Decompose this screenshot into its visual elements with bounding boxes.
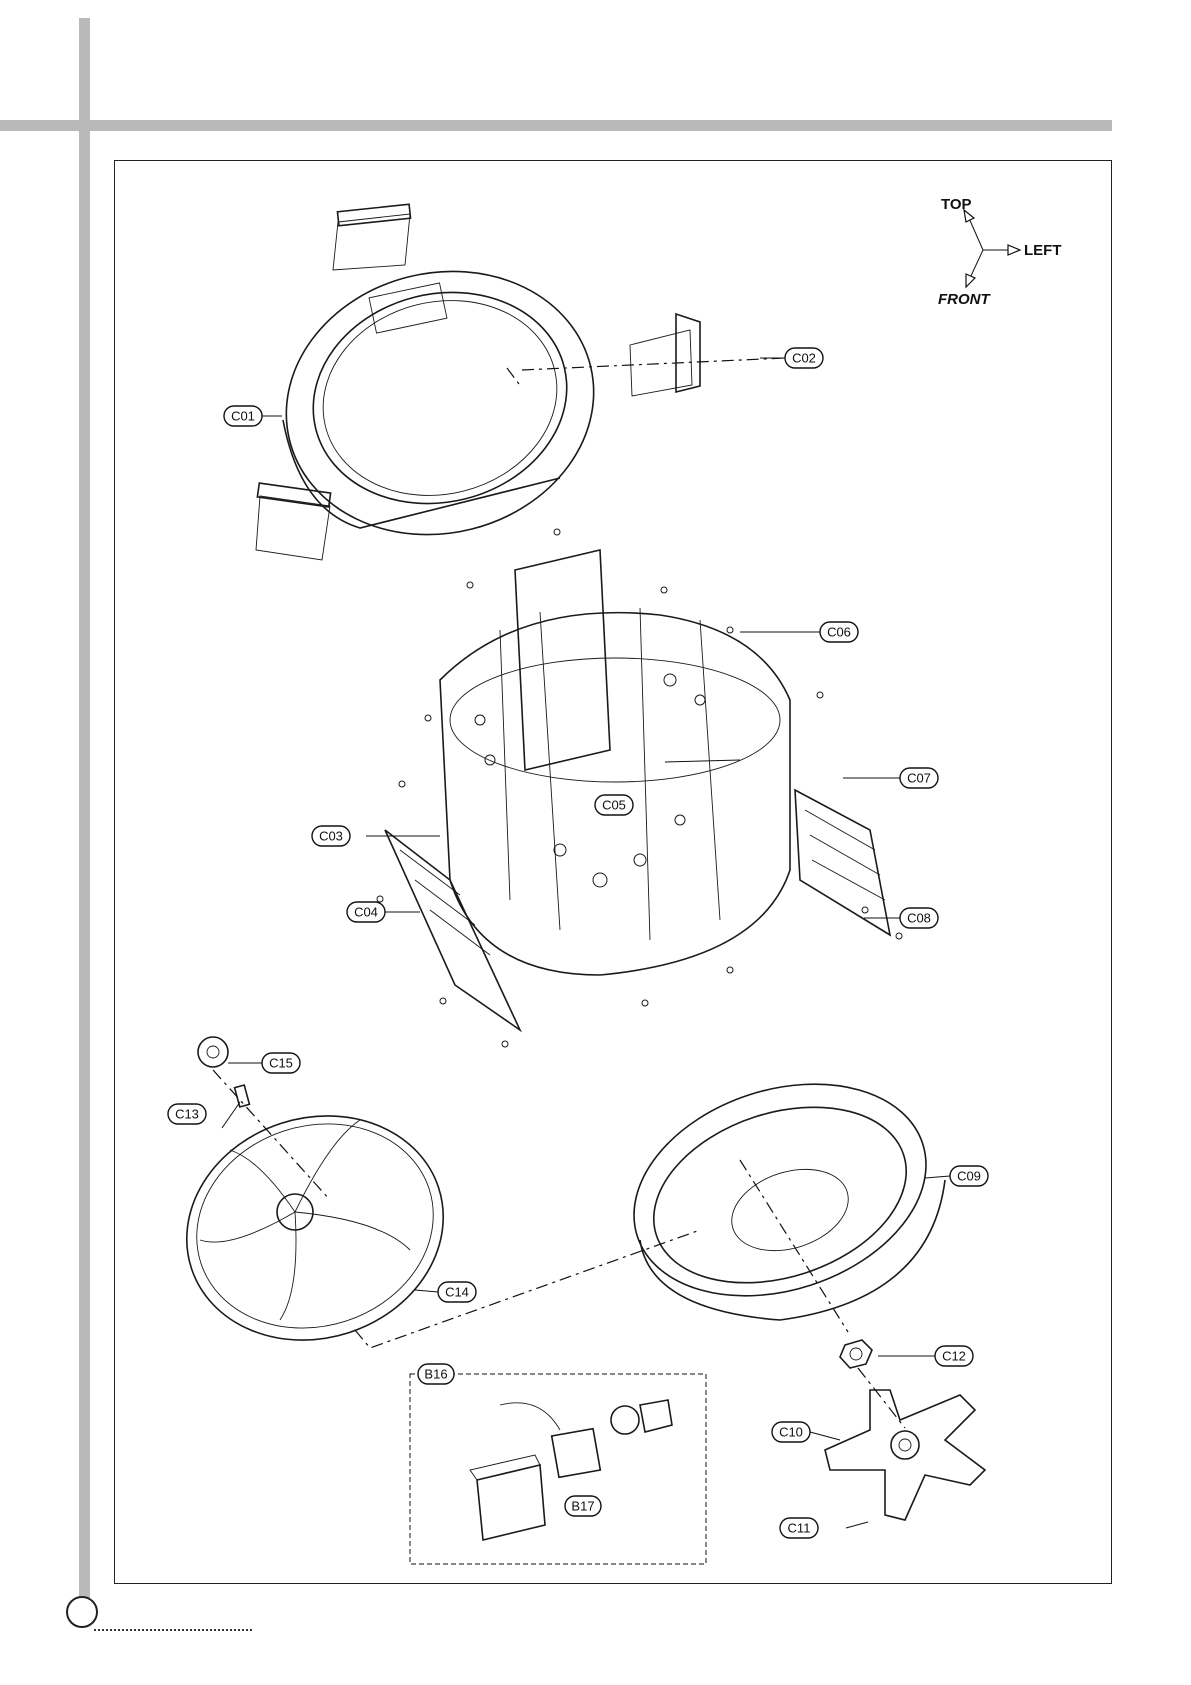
- callout-c15: C15: [262, 1053, 300, 1073]
- callout-c14: C14: [438, 1282, 476, 1302]
- svg-text:C05: C05: [602, 798, 626, 813]
- label-front: FRONT: [938, 291, 991, 308]
- assembly-line-pulsator-tub: [355, 1230, 700, 1348]
- svg-text:C07: C07: [907, 771, 931, 786]
- svg-text:C01: C01: [231, 409, 255, 424]
- svg-text:C06: C06: [827, 625, 851, 640]
- orientation-indicator: TOP LEFT FRONT: [938, 196, 1062, 308]
- part-inner-tub: [440, 550, 790, 975]
- part-pulsator: [157, 1083, 472, 1373]
- svg-text:B16: B16: [424, 1367, 447, 1382]
- part-tub-base: [606, 1049, 953, 1332]
- part-drain-motor-assembly-box: [410, 1374, 706, 1564]
- part-pulsator-cap: [198, 1037, 228, 1067]
- callout-b16: B16: [418, 1364, 454, 1384]
- callout-c09: C09: [950, 1166, 988, 1186]
- svg-text:C13: C13: [175, 1107, 199, 1122]
- assembly-line-cap: [213, 1070, 330, 1200]
- leader-lines: [222, 358, 950, 1528]
- assembly-line-nut-flange: [858, 1368, 905, 1428]
- part-lint-filter-left: [256, 483, 331, 560]
- svg-text:C02: C02: [792, 351, 816, 366]
- part-balance-ring: [258, 239, 622, 566]
- part-nut: [840, 1340, 872, 1368]
- assembly-line-tub-nut: [740, 1160, 848, 1332]
- callout-c13: C13: [168, 1104, 206, 1124]
- callout-c03: C03: [312, 826, 350, 846]
- label-top: TOP: [941, 196, 972, 213]
- svg-text:C04: C04: [354, 905, 378, 920]
- callout-c04: C04: [347, 902, 385, 922]
- callout-c05: C05: [595, 795, 633, 815]
- part-flange-shaft: [825, 1390, 985, 1520]
- callout-c11: C11: [780, 1518, 818, 1538]
- callout-c07: C07: [900, 768, 938, 788]
- callout-b17: B17: [565, 1496, 601, 1516]
- part-lifter-right: [795, 790, 890, 935]
- part-lifter-left: [385, 830, 520, 1030]
- part-lint-filter-right: [630, 314, 700, 396]
- svg-text:C12: C12: [942, 1349, 966, 1364]
- svg-text:C14: C14: [445, 1285, 469, 1300]
- label-left: LEFT: [1024, 242, 1062, 259]
- callout-c02: C02: [785, 348, 823, 368]
- svg-text:C03: C03: [319, 829, 343, 844]
- callout-c08: C08: [900, 908, 938, 928]
- svg-text:C11: C11: [788, 1521, 811, 1536]
- callout-c10: C10: [772, 1422, 810, 1442]
- svg-text:C09: C09: [957, 1169, 981, 1184]
- axis-arrows-icon: [964, 210, 1020, 287]
- assembly-line-c02: [507, 358, 785, 388]
- svg-text:B17: B17: [571, 1499, 594, 1514]
- callout-c12: C12: [935, 1346, 973, 1366]
- svg-text:C10: C10: [779, 1425, 803, 1440]
- callout-c06: C06: [820, 622, 858, 642]
- part-lint-filter-top: [333, 204, 411, 270]
- svg-text:C08: C08: [907, 911, 931, 926]
- svg-text:C15: C15: [269, 1056, 293, 1071]
- callout-c01: C01: [224, 406, 262, 426]
